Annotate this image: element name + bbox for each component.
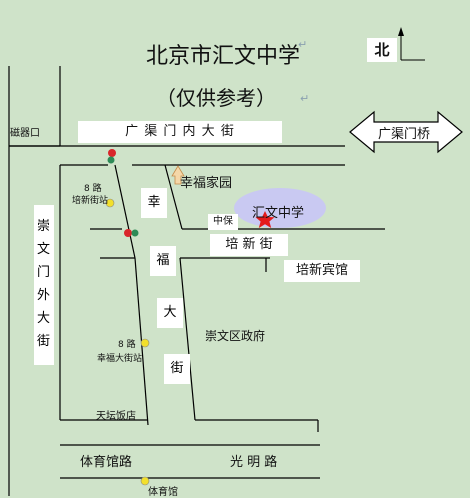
street-tiyuguan: 体育馆路 [80,455,133,470]
road-line [179,257,196,421]
map-title: 北京市汇文中学 [146,44,301,69]
road-line [114,164,136,259]
bus-stop-icon [140,476,150,486]
street-char: 大 [37,311,51,326]
bus-stop-label: 幸福大街站 [97,354,143,364]
up-arrow-icon [171,165,185,185]
bus-stop-label: 体育馆 [148,487,178,498]
bridge-arrow [349,110,463,154]
street-char: 文 [37,242,51,257]
north-label: 北 [367,38,397,62]
street-xingfu-char: 福 [150,246,176,276]
bus-stop-label: 培新街站 [72,196,109,206]
street-char: 门 [37,265,51,280]
street-xingfu-char: 大 [157,298,183,328]
paragraph-mark: ↵ [300,92,310,105]
place-ciqi-kou: 磁器口 [10,128,40,139]
place-xingfu-home: 幸福家园 [180,176,233,191]
place-zhongbao: 中保 [208,214,238,230]
bus-line-label: 8 路 [118,340,136,350]
place-tiantan-hotel: 天坛饭店 [96,411,136,422]
street-chongwen-outer: 崇 文 门 外 大 街 [34,205,54,365]
street-xingfu-char: 街 [164,354,190,384]
traffic-light-green-icon [131,229,139,237]
paragraph-mark: ↵ [298,38,308,51]
north-arrow-head [398,27,404,36]
street-xingfu-char: 幸 [141,188,167,218]
school-star-icon [255,211,275,228]
place-district-gov: 崇文区政府 [205,329,266,343]
traffic-light-red-icon [124,229,132,237]
bus-stop-icon [140,338,150,348]
street-char: 街 [37,334,51,349]
street-peixin: 培 新 街 [210,234,288,256]
bus-stop-icon [105,198,115,208]
place-peixin-hotel: 培新宾馆 [284,260,360,282]
traffic-light-red-icon [108,149,116,157]
road-line [164,164,183,230]
street-guangqu-inner: 广 渠 门 内 大 街 [78,121,282,143]
school-label: 汇文中学 [252,206,305,221]
street-guangqu-bridge: 广渠门桥 [378,127,431,142]
street-char: 外 [37,288,51,303]
street-guangming: 光 明 路 [230,455,278,470]
map-subtitle: （仅供参考） [156,86,276,110]
traffic-light-green-icon [107,156,115,164]
bus-line-label: 8 路 [84,184,102,194]
street-char: 崇 [37,219,51,234]
